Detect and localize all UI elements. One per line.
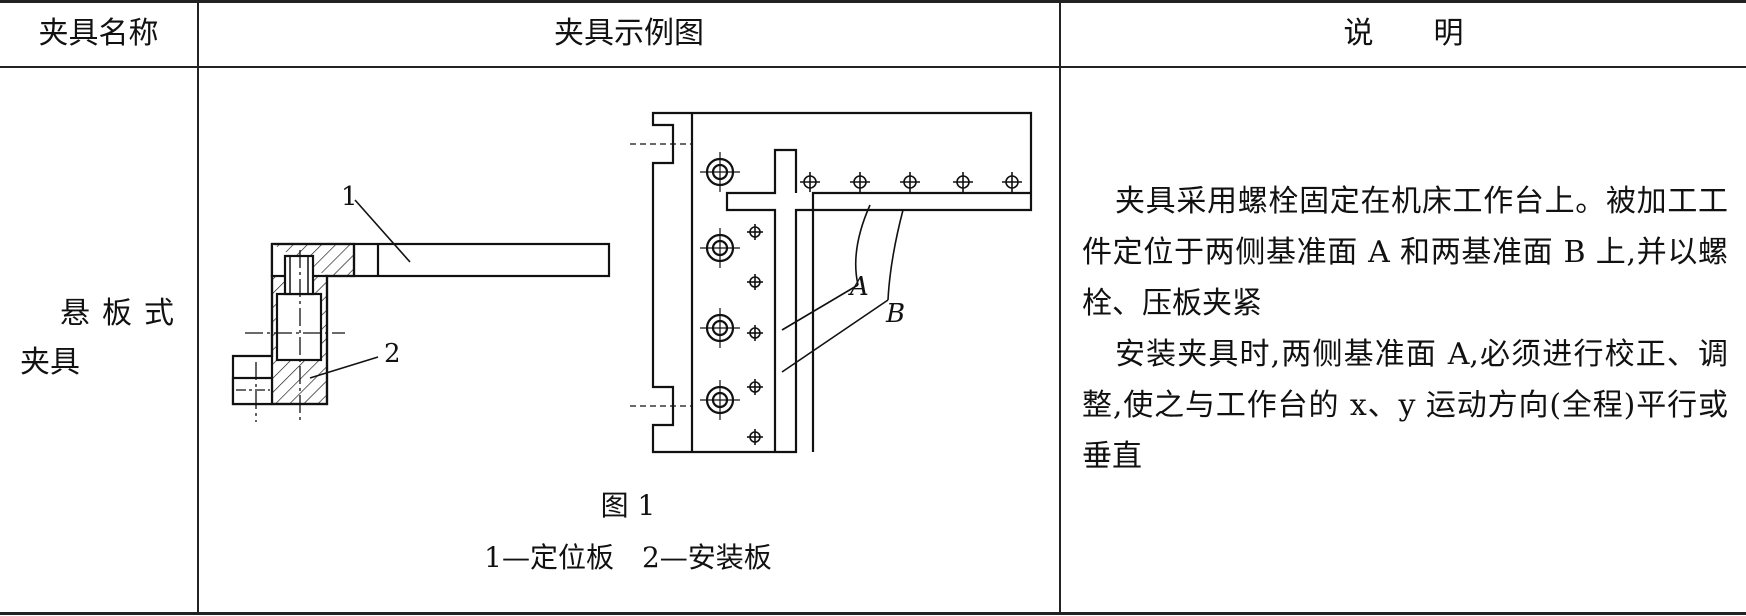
header-fixture-diagram: 夹具示例图 (554, 16, 704, 51)
header-description: 说 明 (1343, 16, 1464, 51)
description-para-1: 夹具采用螺栓固定在机床工作台上。被加工工件定位于两侧基准面 A 和两基准面 B … (1082, 184, 1728, 321)
fixture-name-cell: 悬板式 夹具 (20, 290, 186, 388)
col-divider-2 (1059, 0, 1061, 614)
header-fixture-name: 夹具名称 (38, 16, 159, 51)
bolt-holes-small (747, 172, 1022, 445)
callout-2: 2 (384, 339, 401, 369)
fixture-diagram: 1 2 A B (231, 111, 1033, 454)
figure-legend: 1—定位板 2—安装板 (484, 541, 772, 574)
front-view (630, 111, 1033, 454)
fixture-name-line2: 夹具 (20, 345, 80, 380)
callout-B: B (885, 299, 905, 329)
description-para-2: 安装夹具时,两侧基准面 A,必须进行校正、调整,使之与工作台的 x、y 运动方向… (1082, 337, 1728, 474)
bottom-border (0, 612, 1746, 615)
col-divider-1 (197, 0, 199, 614)
bolt-holes-large (700, 152, 740, 420)
callout-A: A (848, 272, 869, 302)
header-divider (0, 66, 1746, 68)
description-cell: 夹具采用螺栓固定在机床工作台上。被加工工件定位于两侧基准面 A 和两基准面 B … (1082, 176, 1728, 482)
top-border (0, 0, 1746, 3)
fixture-name-line1: 悬板式 (60, 296, 186, 331)
callout-1: 1 (341, 182, 358, 212)
side-view (231, 199, 611, 422)
figure-title: 图 1 (600, 489, 656, 522)
